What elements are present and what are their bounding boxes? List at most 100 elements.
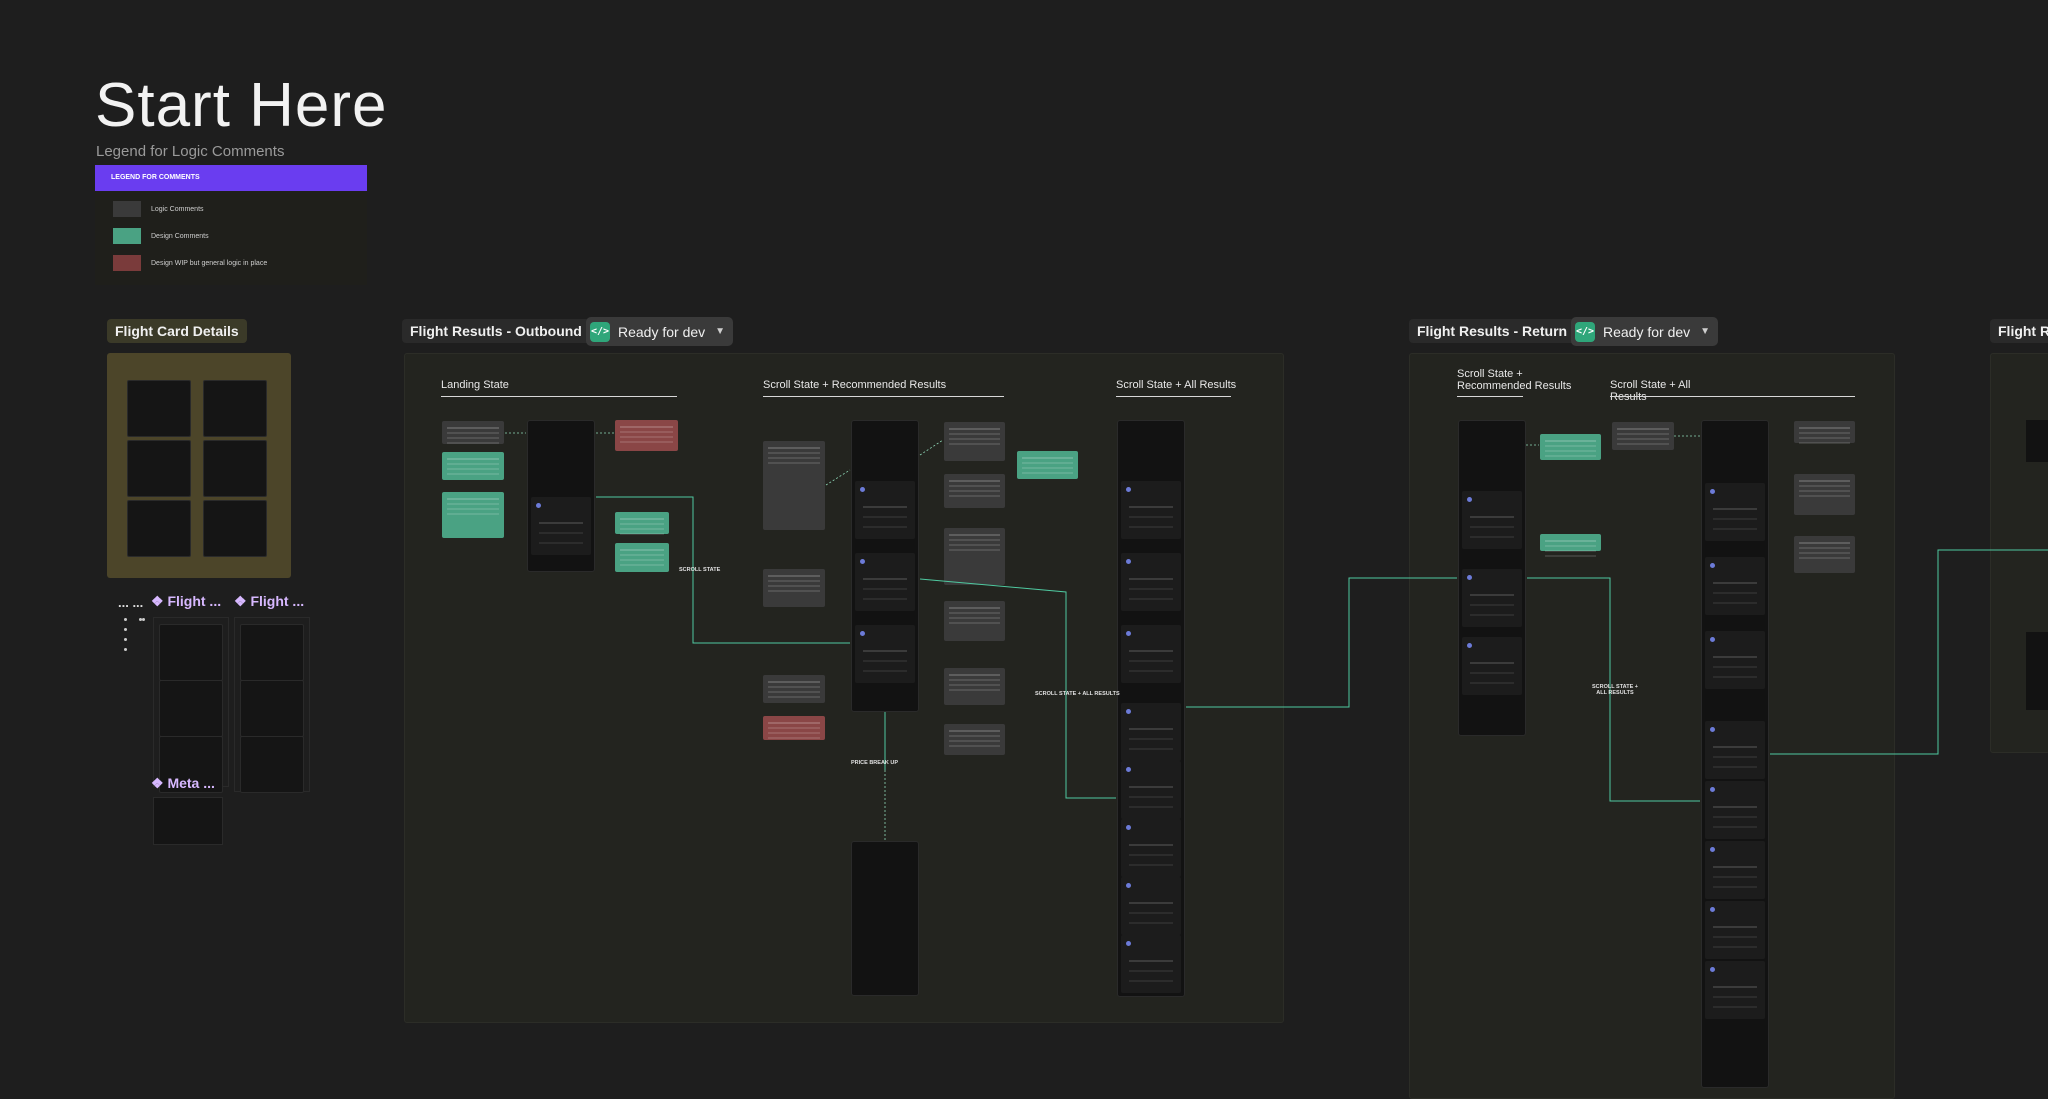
section-divider: [1457, 396, 1523, 397]
phone-screen-return-recommended[interactable]: [1458, 420, 1526, 736]
section-divider: [763, 396, 1004, 397]
logic-comment[interactable]: [1794, 536, 1855, 573]
flight-card[interactable]: [203, 380, 267, 437]
logic-comment[interactable]: [1794, 421, 1855, 443]
code-icon: </>: [1575, 321, 1595, 342]
component-label-dots: ... ...: [118, 595, 144, 610]
flight-card[interactable]: [1121, 819, 1181, 877]
logic-comment[interactable]: [1794, 474, 1855, 515]
flight-card[interactable]: [1705, 483, 1765, 541]
design-comment[interactable]: [615, 512, 669, 534]
flight-card[interactable]: [127, 500, 191, 557]
phone-screen-price-breakup[interactable]: [851, 841, 919, 996]
flight-card[interactable]: [1121, 877, 1181, 935]
frame-label-next[interactable]: Flight Re: [1990, 319, 2048, 343]
design-comment[interactable]: [1540, 534, 1601, 551]
legend-swatch: [113, 228, 141, 244]
flight-card[interactable]: [159, 624, 223, 681]
page-title: Start Here: [95, 71, 388, 140]
legend-item-wip: Design WIP but general logic in place: [113, 255, 267, 271]
phone-screen-partial[interactable]: [2026, 420, 2048, 462]
design-comment[interactable]: [615, 543, 669, 572]
flight-card[interactable]: [240, 624, 304, 681]
design-comment[interactable]: [1540, 434, 1601, 460]
flight-card[interactable]: [159, 736, 223, 793]
legend-panel: Logic Comments Design Comments Design WI…: [95, 191, 367, 285]
flight-card[interactable]: [1121, 481, 1181, 539]
frame-label-outbound[interactable]: Flight Resutls - Outbound: [402, 319, 590, 343]
logic-comment[interactable]: [763, 441, 825, 530]
flight-card[interactable]: [855, 625, 915, 683]
flight-card[interactable]: [1462, 637, 1522, 695]
legend-item-label: Design WIP but general logic in place: [151, 259, 268, 267]
component-dots[interactable]: [119, 615, 149, 675]
component-label-flight-b: ❖ Flight ...: [234, 593, 305, 609]
logic-comment[interactable]: [944, 528, 1005, 585]
flight-card[interactable]: [1121, 761, 1181, 819]
chevron-down-icon[interactable]: ▼: [1700, 326, 1711, 337]
component-label-flight-a: ❖ Flight ...: [151, 593, 222, 609]
flight-card[interactable]: [1462, 569, 1522, 627]
flight-card[interactable]: [1705, 841, 1765, 899]
logic-comment[interactable]: [944, 724, 1005, 755]
section-title: Scroll State + Recommended Results: [763, 379, 947, 391]
flight-card[interactable]: [1705, 781, 1765, 839]
design-comment[interactable]: [1017, 451, 1078, 479]
flight-card[interactable]: [127, 440, 191, 497]
page-subtitle: Legend for Logic Comments: [96, 143, 285, 160]
phone-screen-recommended[interactable]: [851, 420, 919, 712]
flight-card[interactable]: [855, 481, 915, 539]
wip-comment[interactable]: [615, 420, 678, 451]
phone-screen-return-all[interactable]: [1701, 420, 1769, 1088]
flight-card[interactable]: [127, 380, 191, 437]
flight-card[interactable]: [159, 680, 223, 737]
design-comment[interactable]: [442, 492, 504, 538]
wip-comment[interactable]: [763, 716, 825, 740]
logic-comment[interactable]: [944, 668, 1005, 705]
flight-card[interactable]: [1705, 901, 1765, 959]
flight-card-details-frame[interactable]: [107, 353, 291, 578]
component-flight-a[interactable]: [153, 617, 229, 793]
logic-comment[interactable]: [763, 569, 825, 607]
logic-comment[interactable]: [442, 421, 504, 444]
frame-label-flight-card-details[interactable]: Flight Card Details: [107, 319, 247, 343]
flight-card[interactable]: [1121, 553, 1181, 611]
legend-item-label: Logic Comments: [151, 205, 204, 213]
status-label: Ready for dev: [618, 323, 706, 340]
section-title: Scroll State + All Results: [1116, 379, 1237, 391]
phone-screen-partial[interactable]: [2026, 632, 2048, 710]
flight-card[interactable]: [1705, 721, 1765, 779]
flight-card[interactable]: [1705, 557, 1765, 615]
flight-card[interactable]: [1705, 631, 1765, 689]
frame-label-return[interactable]: Flight Results - Return: [1409, 319, 1576, 343]
flight-card[interactable]: [240, 736, 304, 793]
logic-comment[interactable]: [763, 675, 825, 703]
flight-card[interactable]: [240, 680, 304, 737]
logic-comment[interactable]: [944, 474, 1005, 508]
flight-card[interactable]: [531, 497, 591, 555]
flight-card[interactable]: [203, 440, 267, 497]
component-meta[interactable]: [153, 797, 223, 845]
component-flight-b[interactable]: [234, 617, 310, 793]
flight-card[interactable]: [1121, 935, 1181, 993]
flight-card[interactable]: [1121, 703, 1181, 761]
chevron-down-icon[interactable]: ▼: [715, 326, 726, 337]
phone-screen-all-results[interactable]: [1117, 420, 1185, 997]
status-badge-outbound[interactable]: </> Ready for dev ▼: [586, 317, 734, 346]
legend-item-logic: Logic Comments: [113, 201, 204, 217]
design-comment[interactable]: [442, 452, 504, 480]
flight-card[interactable]: [203, 500, 267, 557]
flight-card[interactable]: [855, 553, 915, 611]
flight-card[interactable]: [1121, 625, 1181, 683]
logic-comment[interactable]: [1612, 422, 1674, 450]
logic-comment[interactable]: [944, 422, 1005, 461]
section-divider: [441, 396, 677, 397]
logic-comment[interactable]: [944, 601, 1005, 641]
phone-screen-landing[interactable]: [527, 420, 595, 572]
legend-item-label: Design Comments: [151, 232, 209, 240]
flight-card[interactable]: [1705, 961, 1765, 1019]
section-divider: [1116, 396, 1231, 397]
status-badge-return[interactable]: </> Ready for dev ▼: [1571, 317, 1719, 346]
flight-card[interactable]: [1462, 491, 1522, 549]
section-title: Scroll State + Recommended Results: [1457, 368, 1572, 392]
